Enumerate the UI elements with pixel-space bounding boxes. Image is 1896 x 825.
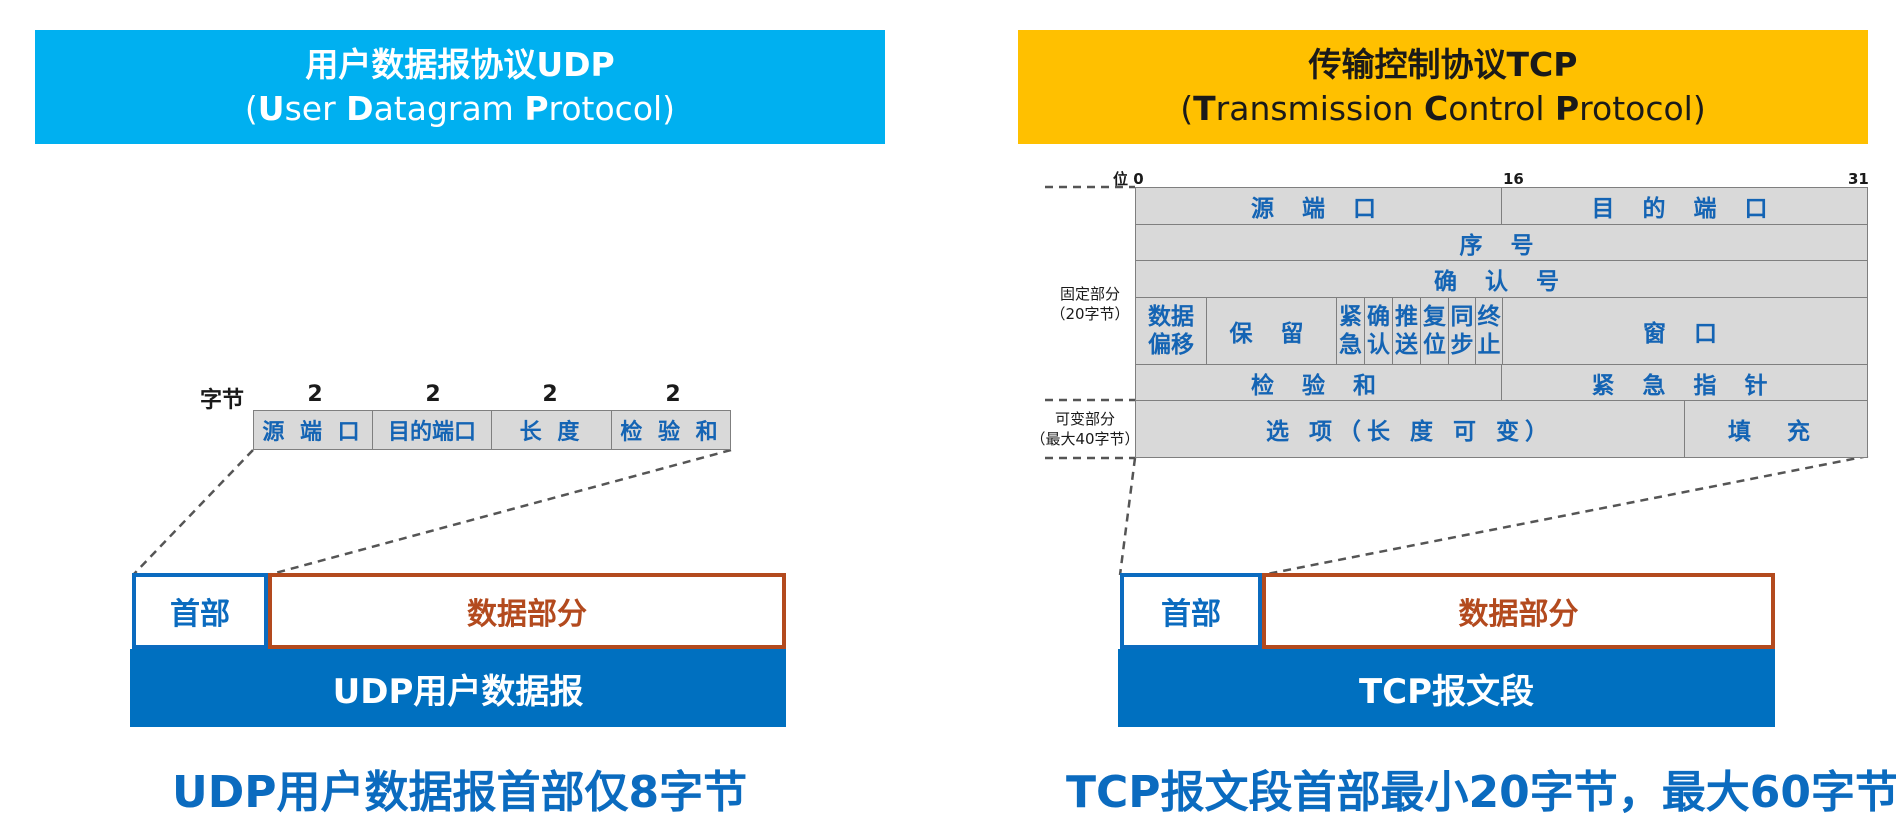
tcp-field-options: 选 项（长 度 可 变）: [1135, 400, 1685, 458]
udp-connector-right: [267, 448, 732, 577]
udp-byte-size: 2: [542, 382, 558, 407]
tcp-field-urgent-pointer: 紧 急 指 针: [1501, 364, 1868, 401]
tcp-flag-ack: 确认: [1364, 297, 1393, 365]
udp-data-box: 数据部分: [268, 573, 786, 649]
tcp-field-checksum: 检 验 和: [1135, 364, 1502, 401]
tcp-field-dst-port: 目 的 端 口: [1501, 187, 1868, 225]
tcp-variable-label: 可变部分 （最大40字节）: [1030, 410, 1140, 448]
tcp-fixed-label: 固定部分 （20字节）: [1050, 285, 1130, 323]
udp-field-src-port: 源 端 口: [253, 410, 373, 450]
tcp-connector-left: [1118, 457, 1137, 576]
tcp-field-reserved: 保 留: [1206, 297, 1337, 365]
udp-field-dst-port: 目的端口: [372, 410, 492, 450]
tcp-bit-label: 位 0: [1113, 170, 1144, 188]
udp-byte-size: 2: [307, 382, 323, 407]
tcp-header-box: 首部: [1120, 573, 1262, 649]
tcp-bit-31: 31: [1848, 170, 1869, 188]
udp-byte-size: 2: [665, 382, 681, 407]
tcp-field-src-port: 源 端 口: [1135, 187, 1502, 225]
tcp-banner-title: 传输控制协议TCP: [1308, 45, 1578, 84]
tcp-banner: 传输控制协议TCP (Transmission Control Protocol…: [1018, 30, 1868, 144]
udp-header-box: 首部: [132, 573, 268, 649]
udp-field-checksum: 检 验 和: [611, 410, 731, 450]
tcp-field-seq: 序 号: [1135, 224, 1868, 261]
udp-caption: UDP用户数据报首部仅8字节: [172, 767, 748, 818]
tcp-flag-urg: 紧急: [1336, 297, 1365, 365]
tcp-caption: TCP报文段首部最小20字节，最大60字节: [1066, 767, 1896, 818]
tcp-flag-rst: 复位: [1420, 297, 1449, 365]
tcp-flag-psh: 推送: [1392, 297, 1421, 365]
udp-field-length: 长 度: [491, 410, 612, 450]
udp-byte-label: 字节: [200, 388, 245, 413]
udp-datagram-bar: UDP用户数据报: [130, 649, 786, 727]
tcp-field-window: 窗 口: [1502, 297, 1868, 365]
tcp-field-data-offset: 数据 偏移: [1135, 297, 1207, 365]
tcp-bit-0: 0: [1133, 170, 1144, 188]
tcp-segment-bar: TCP报文段: [1118, 649, 1775, 727]
udp-connector-left: [132, 449, 254, 576]
udp-byte-size: 2: [425, 382, 441, 407]
tcp-field-padding: 填 充: [1684, 400, 1868, 458]
udp-banner: 用户数据报协议UDP (User Datagram Protocol): [35, 30, 885, 144]
tcp-bit-16: 16: [1503, 170, 1524, 188]
tcp-banner-subtitle: (Transmission Control Protocol): [1180, 89, 1706, 128]
tcp-flag-fin: 终止: [1475, 297, 1503, 365]
tcp-field-ack: 确 认 号: [1135, 260, 1868, 298]
tcp-data-box: 数据部分: [1262, 573, 1775, 649]
udp-banner-subtitle: (User Datagram Protocol): [244, 89, 676, 128]
tcp-flag-syn: 同步: [1448, 297, 1476, 365]
udp-banner-title: 用户数据报协议UDP: [305, 45, 615, 84]
tcp-connector-right: [1261, 454, 1869, 577]
